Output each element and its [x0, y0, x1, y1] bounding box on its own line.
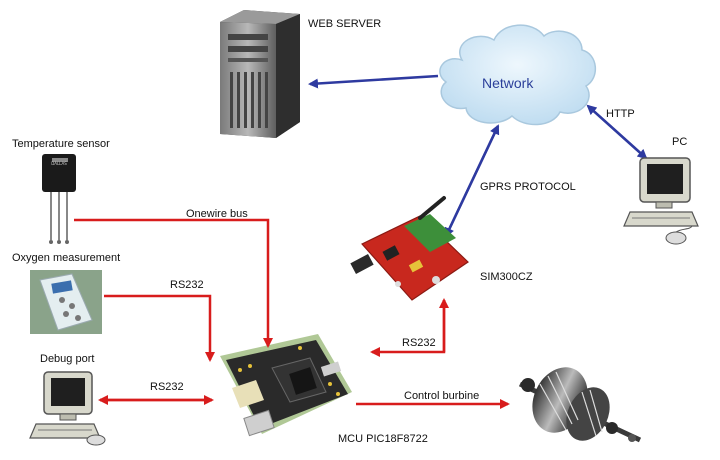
debug-port-label: Debug port — [40, 353, 95, 365]
sim300cz-label: SIM300CZ — [480, 271, 533, 283]
oxygen-rs232-link — [104, 294, 215, 362]
debug-pc-icon — [29, 371, 106, 446]
control-turbine-label: Control burbine — [404, 390, 480, 402]
sensor-marking: DALLAS — [51, 161, 67, 166]
mcu-label: MCU PIC18F8722 — [338, 433, 428, 445]
gprs-protocol-label: GPRS PROTOCOL — [480, 181, 576, 193]
oxygen-measurement-label: Oxygen measurement — [12, 252, 121, 264]
oxygen-meter-icon — [30, 270, 102, 334]
temperature-sensor-icon: DALLAS — [42, 154, 76, 244]
sim-rs232-link — [370, 298, 449, 357]
gprs-modem-icon — [350, 196, 469, 301]
cloud-to-server-link — [308, 74, 439, 89]
pc-label: PC — [672, 136, 688, 148]
onewire-bus-label: Onewire bus — [186, 208, 248, 220]
web-server-label: WEB SERVER — [308, 18, 382, 30]
cloud-icon — [439, 24, 596, 126]
gprs-link — [444, 124, 500, 238]
mcu-board-icon — [220, 334, 352, 437]
network-label: Network — [482, 75, 534, 91]
rs232-sim-label: RS232 — [402, 337, 436, 349]
rs232-oxygen-label: RS232 — [170, 279, 204, 291]
rs232-debug-label: RS232 — [150, 381, 184, 393]
onewire-bus-link — [74, 218, 273, 348]
http-label: HTTP — [606, 108, 635, 120]
turbine-icon — [518, 367, 642, 443]
server-icon — [220, 10, 300, 138]
http-link — [586, 104, 648, 160]
temperature-sensor-label: Temperature sensor — [12, 138, 110, 150]
pc-icon — [623, 157, 699, 245]
